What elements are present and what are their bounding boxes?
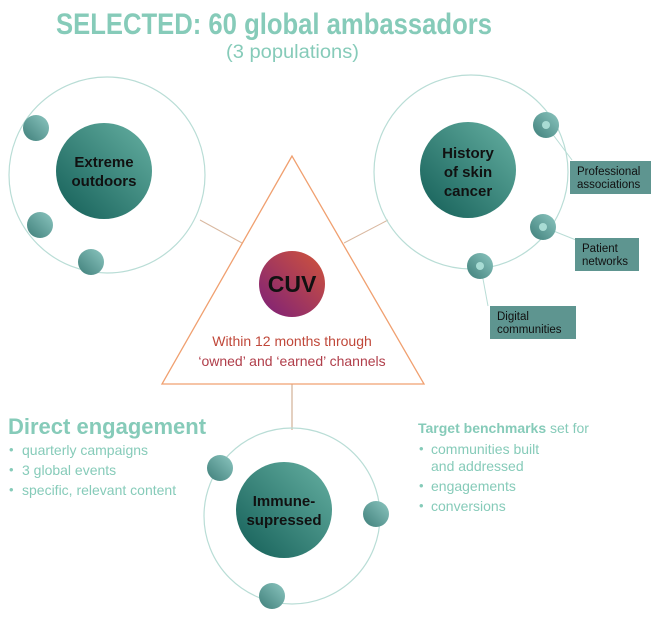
list-item: 3 global events <box>22 462 116 478</box>
satellite-dot <box>539 223 547 231</box>
satellite-ball <box>259 583 285 609</box>
target-benchmarks: Target benchmarks set for • communities … <box>418 420 589 514</box>
satellite-ball <box>23 115 49 141</box>
list-item: engagements <box>431 478 516 494</box>
channel-professional-associations: Professional associations <box>570 161 651 194</box>
population-extreme-outdoors: Extreme outdoors <box>8 76 206 275</box>
population-circle <box>56 123 152 219</box>
direct-engagement-heading: Direct engagement <box>8 414 207 439</box>
satellite-ball <box>207 455 233 481</box>
cuv-label: CUV <box>268 271 317 297</box>
population-circle <box>236 462 332 558</box>
page-subtitle: (3 populations) <box>226 42 359 63</box>
cuv-circle <box>259 251 325 317</box>
list-item: conversions <box>431 498 506 514</box>
connector-left <box>199 219 243 244</box>
channel-label: Professional <box>577 166 640 178</box>
svg-text:•: • <box>9 462 14 477</box>
svg-text:•: • <box>9 482 14 497</box>
population-circle <box>420 122 516 218</box>
channel-label: associations <box>577 179 641 191</box>
svg-text:•: • <box>419 478 424 493</box>
population-label: Immune- <box>253 493 316 510</box>
population-immune-supressed: Immune- supressed <box>203 427 389 609</box>
channel-label: communities <box>497 324 562 336</box>
cuv-caption-1: Within 12 months through <box>212 333 372 349</box>
connector-right <box>343 219 389 244</box>
channel-label: networks <box>582 256 628 268</box>
satellite-ball <box>27 212 53 238</box>
population-label: History <box>442 145 494 162</box>
channel-label: Patient <box>582 243 619 255</box>
target-heading: Target benchmarks set for <box>418 420 589 436</box>
satellite-ball <box>78 249 104 275</box>
population-label: supressed <box>246 512 321 529</box>
svg-text:•: • <box>9 442 14 457</box>
list-item: and addressed <box>431 458 524 474</box>
population-label: cancer <box>444 183 493 200</box>
satellite-dot <box>542 121 550 129</box>
list-item: specific, relevant content <box>22 482 176 498</box>
population-label: of skin <box>444 164 492 181</box>
channel-patient-networks: Patient networks <box>575 238 639 271</box>
direct-engagement: Direct engagement • quarterly campaigns … <box>8 414 207 498</box>
page-title: SELECTED: 60 global ambassadors <box>56 8 492 41</box>
satellite-dot <box>476 262 484 270</box>
channel-label: Digital <box>497 311 529 323</box>
cuv-caption-2: ‘owned’ and ‘earned’ channels <box>198 353 385 369</box>
list-item: communities built <box>431 441 539 457</box>
satellite-ball <box>363 501 389 527</box>
orbit-ring <box>8 76 206 274</box>
channel-digital-communities: Digital communities <box>490 306 576 339</box>
cuv-triangle <box>160 154 426 385</box>
population-skin-cancer: History of skin cancer <box>373 74 569 279</box>
svg-text:•: • <box>419 498 424 513</box>
population-label: outdoors <box>72 173 137 190</box>
svg-text:•: • <box>419 441 424 456</box>
population-label: Extreme <box>74 154 133 171</box>
list-item: quarterly campaigns <box>22 442 148 458</box>
